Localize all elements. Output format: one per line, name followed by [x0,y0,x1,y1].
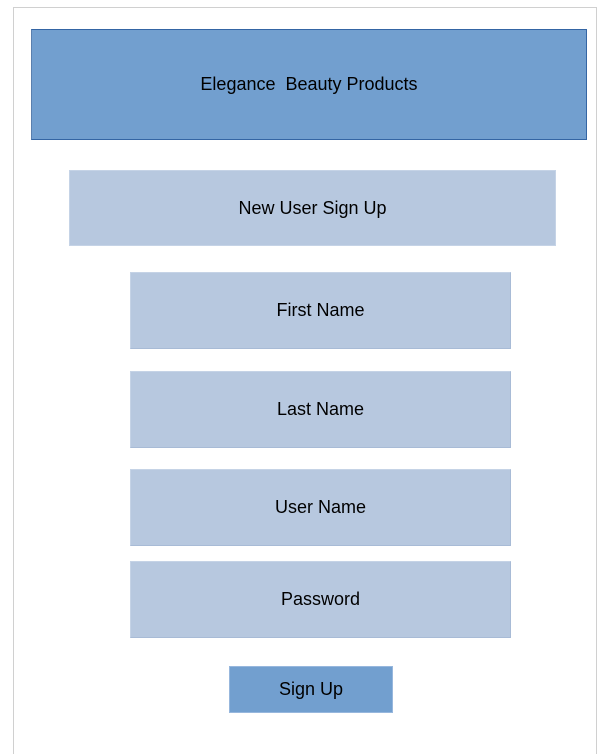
first-name-label: First Name [276,300,365,320]
page-frame [13,7,597,754]
app-title: Elegance Beauty Products [200,74,418,94]
first-name-field[interactable]: First Name [130,272,511,349]
form-title-banner: New User Sign Up [69,170,556,246]
last-name-field[interactable]: Last Name [130,371,511,448]
last-name-label: Last Name [276,399,365,419]
app-header: Elegance Beauty Products [31,29,587,140]
user-name-label: User Name [274,497,367,517]
password-label: Password [280,589,361,609]
sign-up-label: Sign Up [278,679,344,699]
user-name-field[interactable]: User Name [130,469,511,546]
password-field[interactable]: Password [130,561,511,638]
sign-up-button[interactable]: Sign Up [229,666,393,713]
form-title: New User Sign Up [238,197,387,218]
